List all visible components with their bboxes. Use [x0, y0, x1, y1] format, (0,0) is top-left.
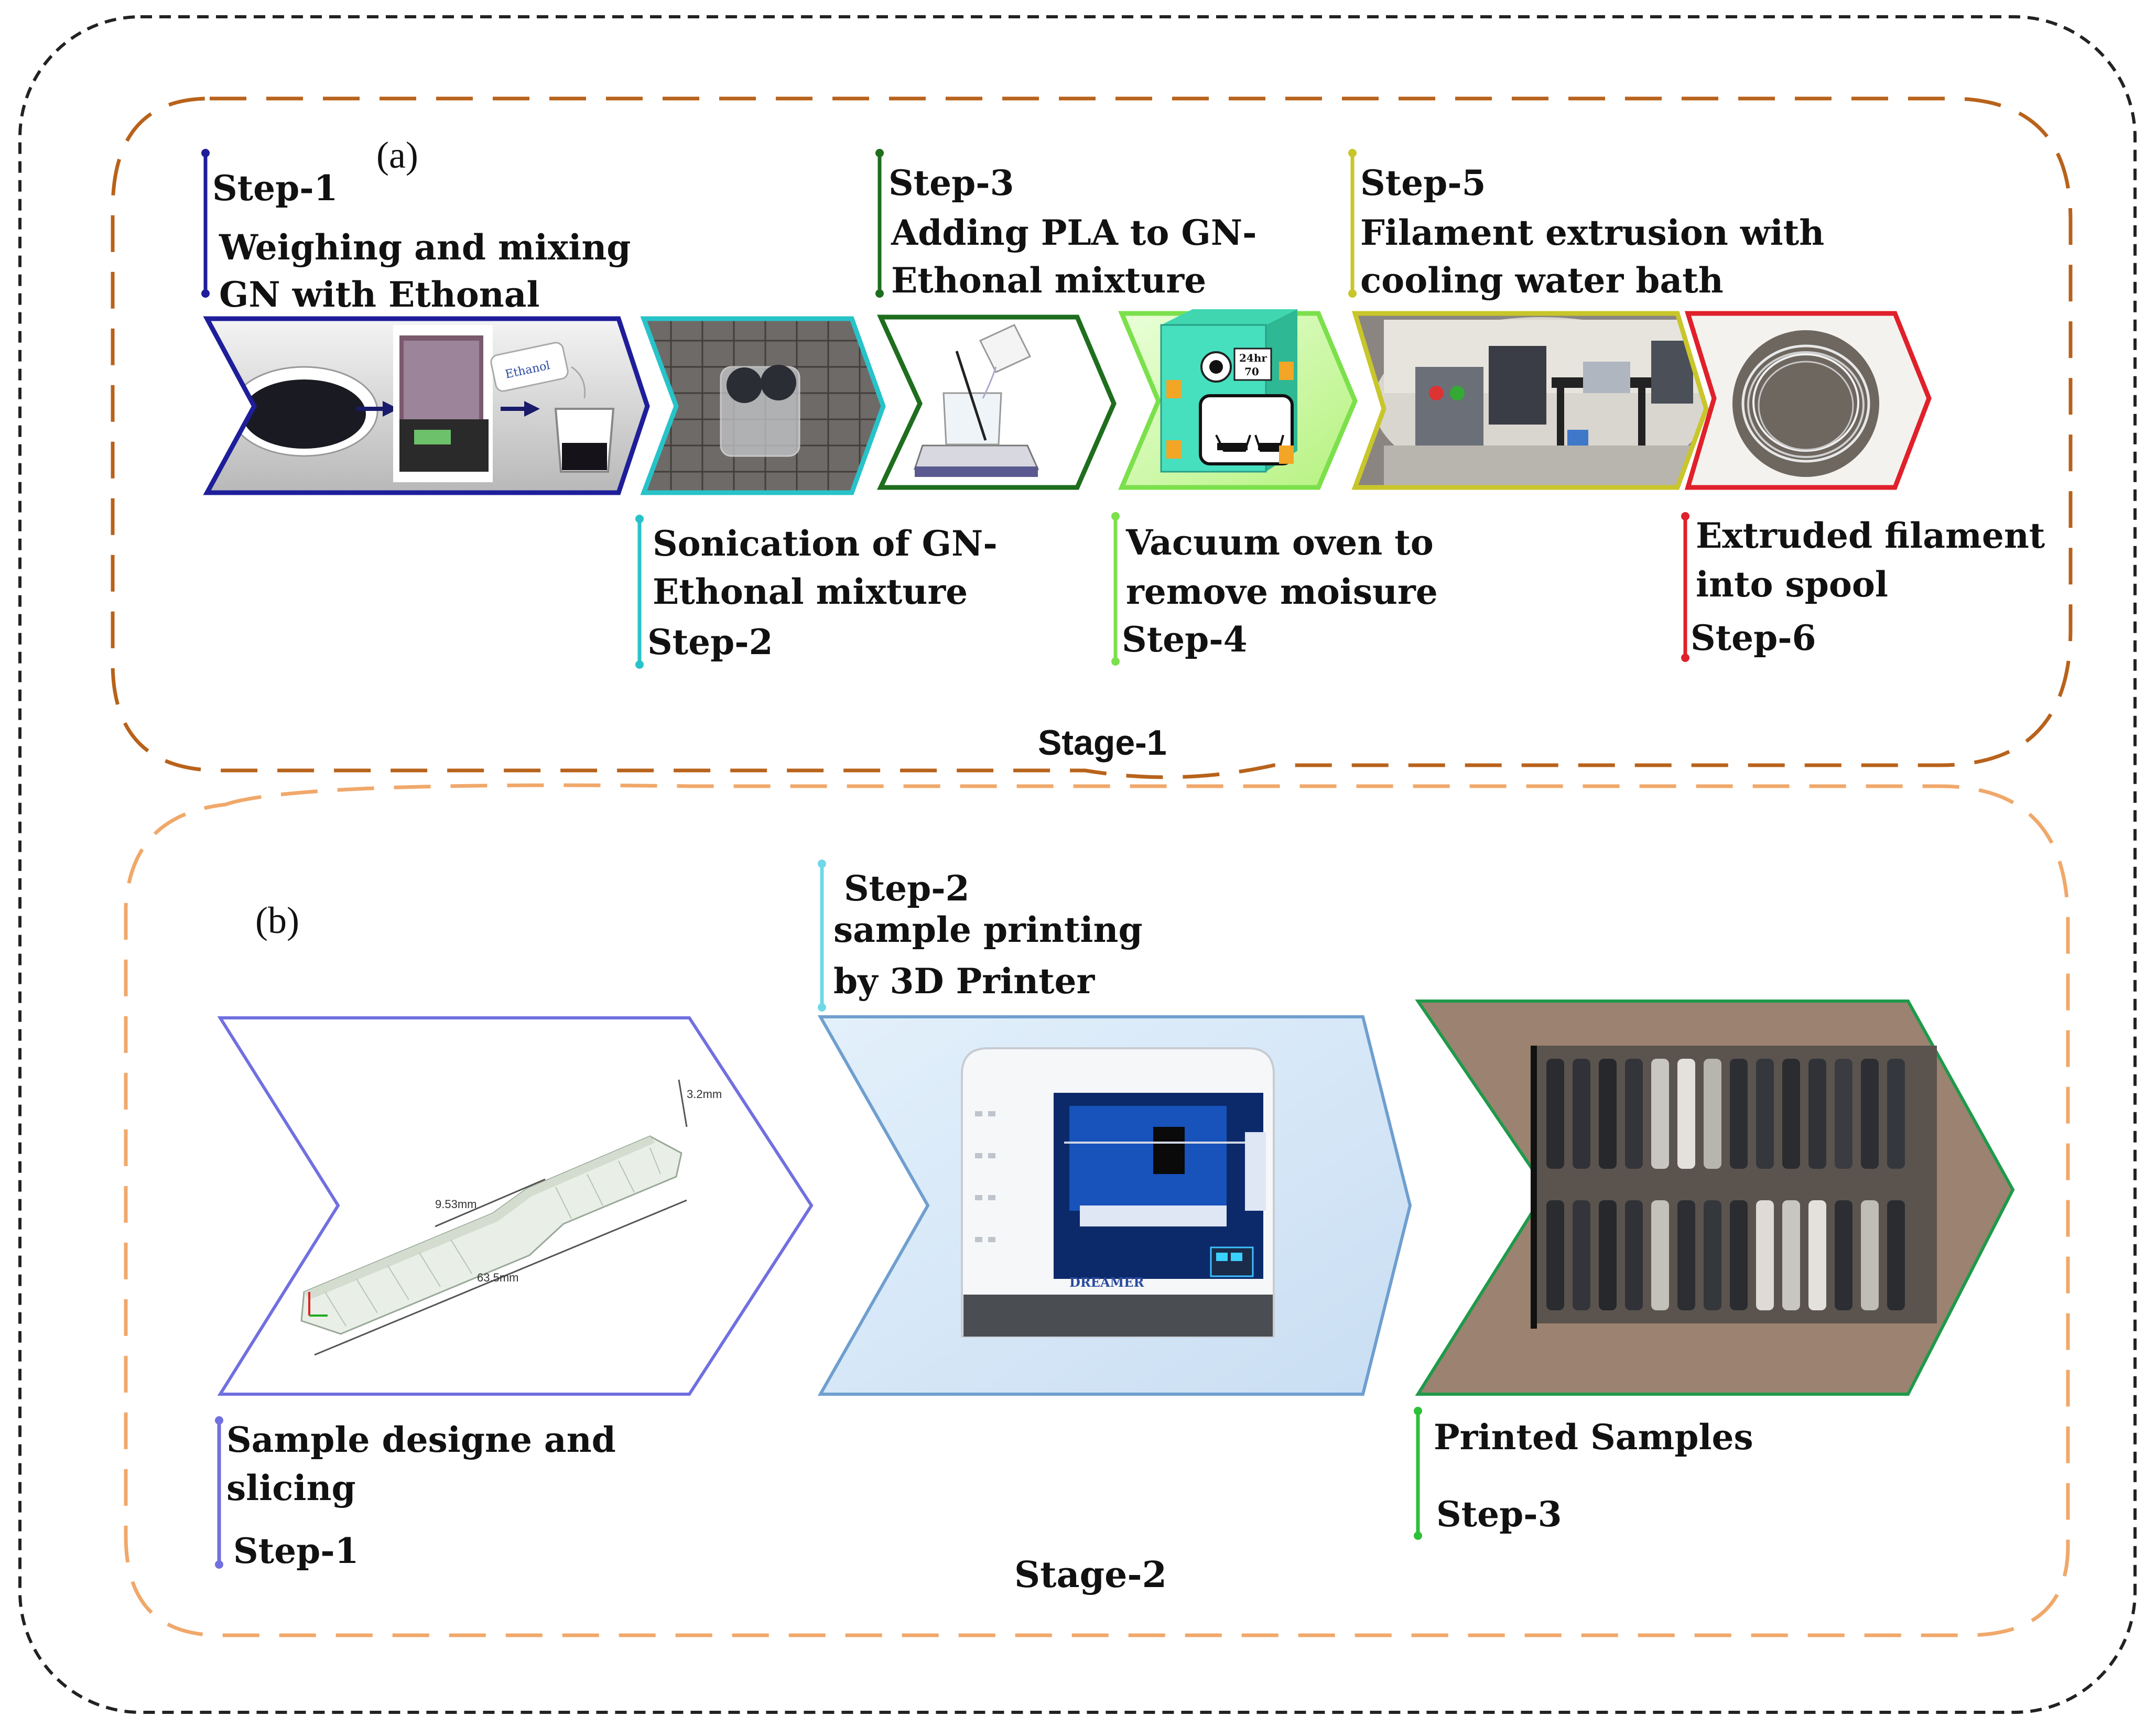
dimension-thickness: 3.2mm: [687, 1088, 722, 1101]
outer-border: [18, 15, 2137, 1714]
graphene-powder: [242, 379, 366, 449]
stage1-step2-text-line2: Ethonal mixture: [653, 571, 968, 612]
dogbone-specimen-drawing: 3.2mm 9.53mm 63.5mm: [300, 1079, 722, 1356]
oven-display-line1: 24hr: [1239, 352, 1267, 364]
stage2-step3-label: Step-3: [1436, 1494, 1562, 1535]
stage2-step1-label: Step-1: [233, 1530, 359, 1571]
stage1-chevron-1: Ethanol: [203, 316, 650, 495]
step1-marker-dot-top: [201, 149, 210, 157]
stage1-chevron-6: [1684, 311, 1932, 490]
printer-brand-label: DREAMER: [1069, 1275, 1145, 1290]
printed-specimens-row-top: [1546, 1059, 1905, 1169]
weighing-balance-icon: [393, 325, 493, 482]
sonication-jar-icon: [720, 365, 800, 457]
stage2-chevron-3: [1415, 1000, 2015, 1396]
stage2-step2-text-line2: by 3D Printer: [833, 961, 1096, 1002]
stage1-step3-label: Step-3: [889, 162, 1014, 203]
arrow-2-head: [524, 401, 540, 417]
stage2-title: Stage-2: [1014, 1554, 1167, 1596]
stage2-chevron-2: DREAMER: [817, 1015, 1412, 1396]
stage1-step5-label: Step-5: [1360, 162, 1486, 203]
vacuum-oven-icon: 24hr 70: [1160, 309, 1297, 473]
stage1-step5-text-line2: cooling water bath: [1360, 260, 1724, 301]
dimension-width: 9.53mm: [435, 1198, 476, 1211]
stage1-step4-text-line1: Vacuum oven to: [1125, 522, 1434, 563]
stage1-chevron-3: [876, 314, 1117, 490]
printed-specimens-row-bottom: [1546, 1200, 1905, 1310]
oven-display-line2: 70: [1244, 365, 1259, 378]
stage1-step6-text-line1: Extruded filament: [1696, 515, 2045, 556]
stage1-step1-text-line2: GN with Ethonal: [219, 274, 540, 315]
stage1-step4-text-line2: remove moisure: [1126, 571, 1438, 612]
stage1-step3-text-line1: Adding PLA to GN-: [891, 212, 1256, 253]
arrow-1-head: [383, 401, 398, 417]
stage2-chevron-1: 3.2mm 9.53mm 63.5mm: [217, 1016, 814, 1396]
stage2-step1-text-line1: Sample designe and: [226, 1419, 616, 1460]
stage2-border: [124, 783, 2070, 1637]
step1-marker-dot-bottom: [201, 289, 210, 298]
stage1-title: Stage-1: [1038, 723, 1167, 763]
stage1-chevron-2: [640, 316, 886, 495]
stage2-step2-text-line1: sample printing: [833, 909, 1143, 950]
beaker-icon: [554, 408, 615, 473]
dimension-length: 63.5mm: [477, 1271, 518, 1284]
stage1-step6-text-line2: into spool: [1696, 564, 1888, 605]
stage1-step1-text-line1: Weighing and mixing: [219, 227, 631, 268]
stage1-step3-text-line2: Ethonal mixture: [891, 260, 1206, 301]
stage1-step2-label: Step-2: [647, 622, 773, 662]
3d-printer-icon: DREAMER: [961, 1047, 1275, 1338]
ethanol-bottle-icon: Ethanol: [490, 342, 569, 392]
panel-label-b: (b): [255, 899, 299, 941]
stage1-step2-text-line1: Sonication of GN-: [653, 523, 998, 564]
stage1-step5-text-line1: Filament extrusion with: [1360, 212, 1824, 253]
extruder-machine: [1415, 367, 1483, 446]
stage1-step1-label: Step-1: [212, 168, 338, 209]
stage1-border: [111, 96, 2073, 779]
stage2-step2-label: Step-2: [844, 868, 970, 909]
stage1-chevron-4: 24hr 70: [1118, 309, 1358, 490]
stage2-step1-text-line2: slicing: [226, 1468, 356, 1508]
magnetic-stirrer-icon: [913, 324, 1039, 477]
stage1-step4-label: Step-4: [1122, 619, 1248, 660]
panel-label-a: (a): [376, 134, 418, 176]
stage2-step3-text-line1: Printed Samples: [1434, 1417, 1753, 1458]
stage1-step6-label: Step-6: [1691, 617, 1816, 658]
stage1-chevron-5: [1351, 311, 1709, 490]
